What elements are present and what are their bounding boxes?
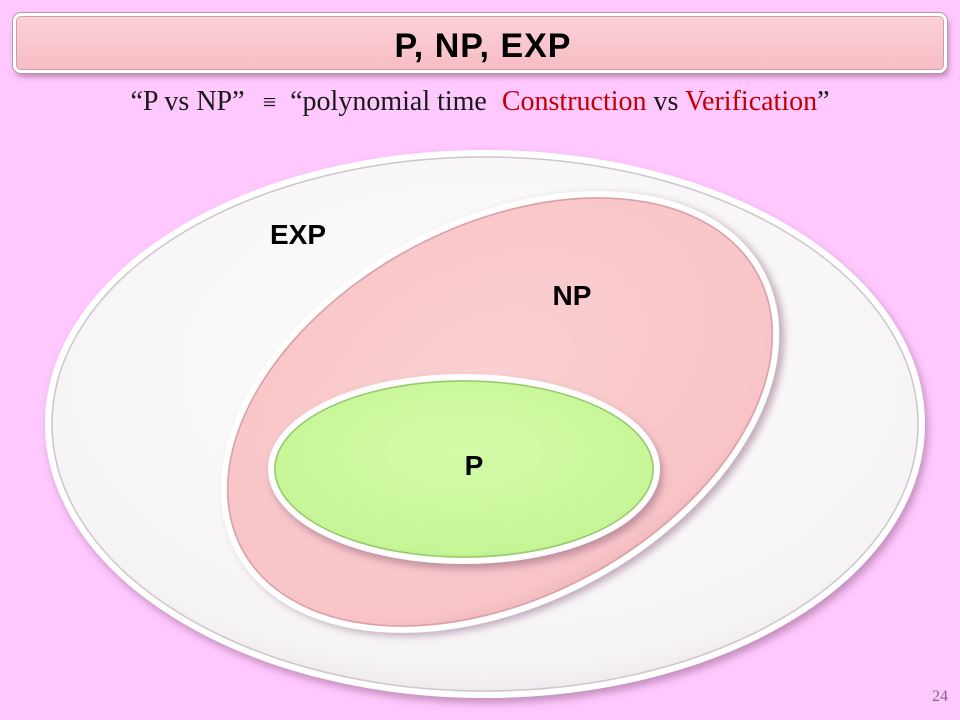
phrase-vs: vs — [653, 86, 679, 117]
close-quote: ” — [232, 86, 245, 117]
left-term: P vs NP — [142, 86, 233, 117]
set-p: P — [268, 374, 660, 564]
phrase-verification: Verification — [684, 86, 818, 117]
slide-title: P, NP, EXP — [394, 27, 572, 65]
phrase-construction: Construction — [501, 86, 647, 117]
set-exp-label: EXP — [270, 219, 326, 250]
title-banner: P, NP, EXP — [13, 13, 947, 73]
set-p-outline — [274, 380, 654, 558]
page-number: 24 — [932, 688, 948, 705]
set-np-outline — [227, 197, 773, 627]
open-quote: “ — [130, 86, 143, 117]
phrase-polynomial-time: polynomial time — [302, 86, 487, 117]
close-quote: ” — [817, 86, 830, 117]
open-quote: “ — [290, 86, 303, 117]
subtitle-line: “P vs NP”≡“polynomial time Construction … — [0, 86, 960, 118]
set-exp-outline — [51, 156, 919, 692]
set-p-ellipse — [268, 374, 660, 564]
set-np-label: NP — [553, 280, 592, 311]
set-p-label: P — [465, 450, 484, 481]
equivalence-symbol: ≡ — [262, 90, 277, 116]
